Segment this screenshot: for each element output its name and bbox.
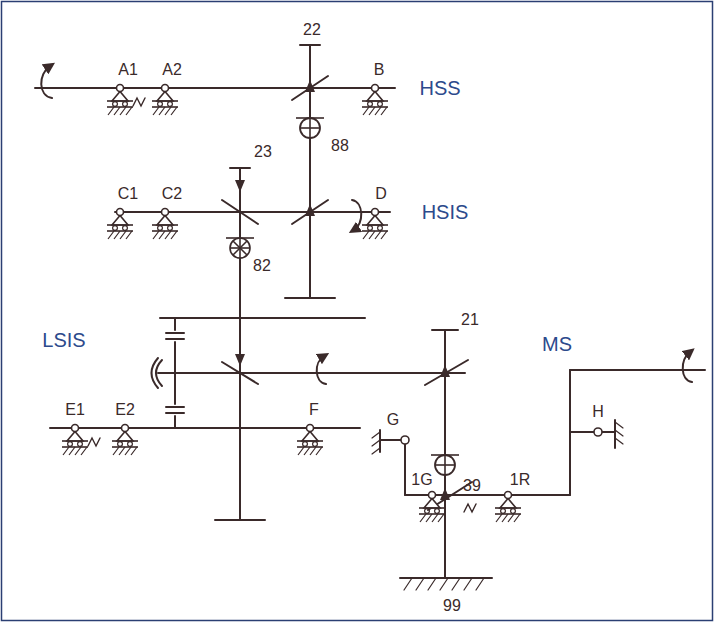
- gear-train: [35, 87, 395, 89]
- part-label: 1G: [411, 472, 432, 488]
- part-label: E2: [115, 402, 135, 418]
- gear-train: [285, 297, 335, 299]
- gear-train: [292, 200, 328, 224]
- gear-train: [41, 66, 52, 98]
- bearing-symbols: [362, 85, 388, 116]
- planet-gear-symbol: [226, 237, 254, 239]
- part-label: D: [375, 186, 387, 202]
- bearing-symbols: [152, 209, 178, 240]
- gear-train: [166, 332, 184, 334]
- part-label: 1R: [510, 472, 530, 488]
- part-label: C1: [118, 186, 138, 202]
- gear-train: [215, 519, 265, 521]
- part-label: 82: [253, 258, 271, 274]
- bearing-symbols: [362, 209, 388, 240]
- gear-train: [602, 431, 615, 433]
- part-label: A2: [162, 62, 182, 78]
- gear-train: [35, 45, 705, 590]
- gear-train: [156, 360, 162, 386]
- gear-train: [174, 318, 176, 330]
- gear-train: [88, 438, 100, 446]
- gear-mesh-symbols: [296, 118, 459, 475]
- part-label: 88: [331, 138, 349, 154]
- part-label: C2: [162, 186, 182, 202]
- bearing-symbols: [107, 209, 133, 240]
- bearing-symbols: [62, 85, 521, 523]
- planet-gear-symbol: [233, 241, 247, 255]
- direction-arrows: [305, 80, 315, 92]
- gear-train: [570, 431, 594, 433]
- direction-arrows: [440, 365, 450, 377]
- bearing-symbols: [107, 85, 133, 116]
- gear-train: [400, 577, 492, 579]
- gear-train: [683, 352, 692, 382]
- shaft-label: HSS: [419, 78, 460, 98]
- gear-train: [166, 338, 184, 340]
- direction-arrows: [305, 204, 315, 216]
- gear-train: [166, 406, 184, 408]
- gear-train: [464, 504, 476, 512]
- gear-train: [615, 422, 623, 444]
- gear-train: [158, 372, 465, 374]
- gear-train: [380, 439, 401, 441]
- part-label: A1: [118, 62, 138, 78]
- part-label: H: [592, 404, 604, 420]
- gear-mesh-symbols: [431, 455, 459, 475]
- gear-train: [372, 432, 380, 454]
- part-label: 23: [254, 144, 272, 160]
- part-label: G: [387, 412, 399, 428]
- gear-train: [317, 356, 326, 384]
- gear-train: [133, 98, 145, 106]
- part-label: B: [374, 62, 385, 78]
- direction-arrows: [440, 488, 450, 500]
- gear-train: [115, 211, 390, 213]
- bearing-symbol: [401, 436, 409, 444]
- part-label: F: [309, 402, 319, 418]
- gear-train: [292, 76, 328, 100]
- part-label: 39: [463, 478, 481, 494]
- gear-train: [174, 416, 176, 428]
- direction-arrows: [235, 354, 245, 366]
- planet-gear-symbol: [230, 238, 250, 258]
- bearing-symbols: [495, 492, 521, 523]
- shaft-label: MS: [542, 334, 572, 354]
- gear-train: [160, 317, 365, 319]
- bearing-symbols: [297, 425, 323, 456]
- gear-train: [239, 168, 241, 520]
- bearing-symbol: [594, 428, 602, 436]
- gear-train: [404, 578, 484, 590]
- gear-train: [352, 200, 361, 230]
- bearing-symbols: [112, 425, 138, 456]
- shaft-label: LSIS: [42, 330, 85, 350]
- bearing-symbols: [419, 492, 445, 523]
- bearing-symbols: [62, 425, 88, 456]
- planet-gear-symbol: [226, 238, 254, 258]
- gear-train: [166, 412, 184, 414]
- gear-train: [222, 200, 258, 224]
- part-label: 99: [443, 598, 461, 614]
- shaft-label: HSIS: [422, 202, 469, 222]
- planet-gear-symbol: [233, 241, 247, 255]
- part-label: E1: [65, 402, 85, 418]
- gear-train: [614, 420, 616, 448]
- direction-arrows: [235, 80, 450, 500]
- bearing-symbols: [152, 85, 178, 116]
- gear-train: [404, 444, 406, 495]
- gear-train: [425, 360, 468, 385]
- part-label: 22: [303, 22, 321, 38]
- gear-train: [570, 369, 705, 371]
- gear-train: [152, 358, 159, 388]
- direction-arrows: [235, 180, 245, 192]
- gear-mesh-symbols: [296, 118, 324, 138]
- part-label: 21: [461, 312, 479, 328]
